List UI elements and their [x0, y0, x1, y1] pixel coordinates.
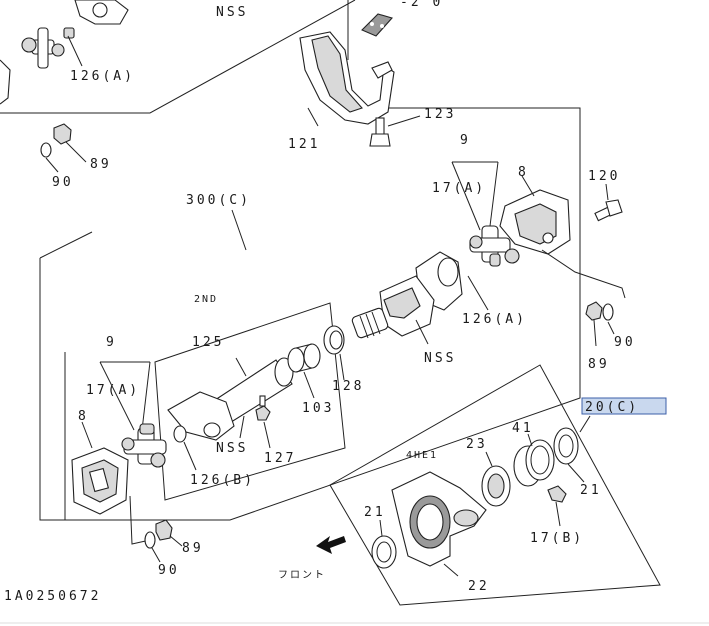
label-17b: 17(B) — [530, 531, 584, 546]
lower-nut-washer — [144, 519, 173, 549]
highlight-20c — [581, 397, 667, 415]
label-variant-2nd: 2ND — [194, 294, 218, 305]
center-bearing-housing-22 — [391, 471, 487, 567]
label-120: 120 — [588, 169, 620, 184]
label-128: 128 — [332, 379, 364, 394]
label-126b: 126(B) — [190, 473, 255, 488]
label-21-right: 21 — [580, 483, 602, 498]
dust-seal-21-right — [553, 427, 579, 465]
label-90-right: 90 — [614, 335, 636, 350]
label-variant-4he1: 4HE1 — [406, 450, 438, 461]
cushion-41 — [513, 439, 555, 487]
label-8-right: 8 — [518, 165, 529, 180]
label-22: 22 — [468, 579, 490, 594]
label-nss-top: NSS — [216, 5, 248, 20]
label-121: 121 — [288, 137, 320, 152]
label-300c: 300(C) — [186, 193, 251, 208]
label-17a-left: 17(A) — [86, 383, 140, 398]
outline-300c-dash — [39, 231, 93, 259]
label-126a-top: 126(A) — [70, 69, 135, 84]
top-nut-washer — [40, 123, 72, 158]
label-126a-right: 126(A) — [462, 312, 527, 327]
flange-yoke-8-right — [499, 189, 571, 255]
label-41: 41 — [512, 421, 534, 436]
front-arrow-icon — [316, 536, 346, 554]
label-nss-low: NSS — [216, 441, 248, 456]
label-89-right: 89 — [588, 357, 610, 372]
label-127: 127 — [264, 451, 296, 466]
bolt-123 — [369, 117, 391, 147]
drawing-number: 1A0250672 — [4, 589, 101, 604]
center-bearing-bracket-121 — [299, 31, 395, 125]
plate-part-top — [361, 13, 393, 37]
label-125: 125 — [192, 335, 224, 350]
label-21-left: 21 — [364, 505, 386, 520]
universal-joint-cross-left — [121, 423, 167, 468]
seal-ring-128 — [323, 325, 345, 355]
label-20c[interactable]: 20(C) — [585, 400, 639, 415]
label-89-top: 89 — [90, 157, 112, 172]
label-103: 103 — [302, 401, 334, 416]
outline-300c-group — [39, 107, 581, 521]
grease-nipple-127 — [255, 395, 271, 421]
label-90-low: 90 — [158, 563, 180, 578]
sleeve-yoke-assembly — [351, 251, 463, 339]
label-nss-mid: NSS — [424, 351, 456, 366]
bolt-120 — [594, 199, 623, 222]
sleeve-103 — [287, 343, 321, 373]
flange-yoke-8-left — [71, 447, 129, 515]
outline-top-group — [0, 0, 356, 114]
dust-seal-21-left — [371, 535, 397, 569]
label-9-left: 9 — [106, 335, 117, 350]
label-plate-partial: -2 0 — [400, 0, 443, 10]
grease-fitting-17b — [547, 485, 567, 503]
bearing-23 — [481, 465, 511, 507]
label-8-left: 8 — [78, 409, 89, 424]
label-9-right: 9 — [460, 133, 471, 148]
label-23: 23 — [466, 437, 488, 452]
label-90-top: 90 — [52, 175, 74, 190]
label-17a-right: 17(A) — [432, 181, 486, 196]
top-left-universal-joint — [0, 0, 129, 105]
label-123: 123 — [424, 107, 456, 122]
label-front: フロント — [278, 570, 326, 581]
propeller-shaft-125 — [167, 357, 294, 443]
right-nut-washer — [585, 301, 614, 321]
universal-joint-cross-right — [469, 225, 520, 267]
label-89-low: 89 — [182, 541, 204, 556]
